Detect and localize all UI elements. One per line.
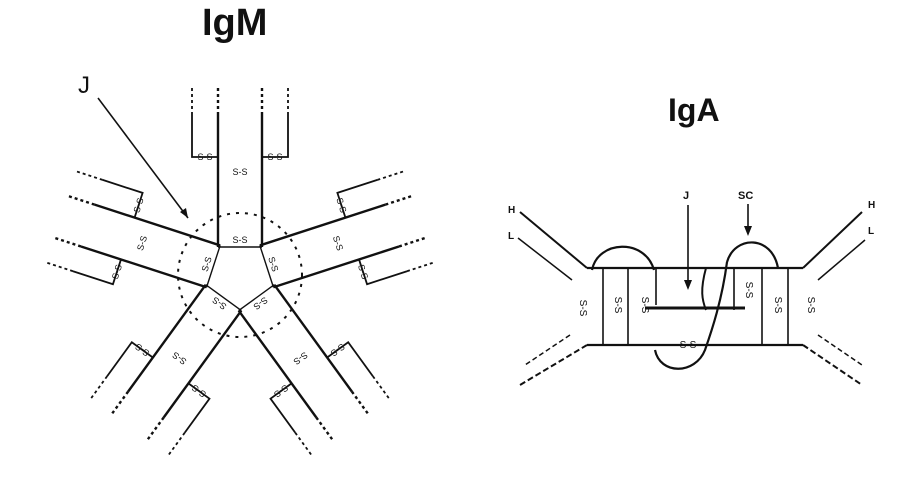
- igm-disulfide-label: S-S: [197, 152, 212, 162]
- iga-disulfide-label: S-S: [577, 300, 588, 317]
- igm-disulfide-label: S-S: [356, 263, 370, 280]
- iga-light-chain-label-right: L: [868, 226, 875, 237]
- iga-sc-loop-left: [590, 245, 656, 271]
- igm-disulfide-label: S-S: [329, 341, 347, 358]
- igm-j-ring: [177, 212, 303, 338]
- iga-right-heavy-lower: [802, 344, 863, 386]
- igm-disulfide-label: S-S: [170, 350, 188, 367]
- igm-disulfide-label: S-S: [331, 234, 345, 251]
- iga-heavy-chain-label-right: H: [868, 200, 876, 211]
- iga-left-heavy-upper: [519, 211, 588, 269]
- igm-monomer: S-SS-SS-SS-S: [237, 284, 391, 456]
- iga-disulfide-label: S-S: [805, 297, 816, 314]
- iga-left-heavy-lower: [519, 344, 588, 386]
- igm-disulfide-label: S-S: [334, 197, 348, 214]
- igm-disulfide-label: S-S: [232, 167, 247, 177]
- iga-j-chain-label: J: [683, 190, 690, 202]
- igm-monomer: S-S S-S S-S S-S: [191, 87, 289, 248]
- igm-disulfide-label: S-S: [210, 295, 228, 312]
- igm-disulfide-label: S-S: [132, 197, 146, 214]
- iga-sc-strand-upper: [701, 267, 707, 311]
- iga-title: IgA: [668, 92, 720, 128]
- iga-right-heavy-upper: [802, 211, 863, 269]
- igm-j-arrow: [97, 97, 189, 219]
- iga-right-light-lower: [817, 334, 863, 366]
- igm-title: IgM: [202, 2, 268, 44]
- igm-monomer: S-S S-S S-S S-S: [259, 170, 434, 289]
- igm-disulfide-label: S-S: [292, 350, 310, 367]
- igm-disulfide-label: S-S: [135, 234, 149, 251]
- iga-left-light-upper: [517, 237, 573, 281]
- iga-disulfide-label: S-S: [639, 297, 650, 314]
- igm-j-arrowhead: [180, 208, 188, 218]
- igm-disulfide-label: S-S: [266, 255, 280, 272]
- iga-vertical-chains: [602, 268, 789, 345]
- iga-sc-strand: [653, 261, 729, 370]
- igm-disulfide-label: S-S: [190, 383, 208, 400]
- iga-disulfide-label: S-S: [743, 282, 754, 299]
- igm-disulfide-label: S-S: [232, 235, 247, 245]
- igm-disulfide-label: S-S: [110, 263, 124, 280]
- iga-heavy-chain-label-left: H: [508, 205, 516, 216]
- iga-j-arrowhead: [684, 280, 692, 290]
- igm-j-chain-label: J: [78, 72, 90, 99]
- igm-disulfide-label: S-S: [133, 341, 151, 358]
- iga-disulfide-label: S-S: [772, 297, 783, 314]
- iga-left-light-lower: [524, 334, 571, 366]
- iga-sc-arrowhead: [744, 226, 752, 236]
- iga-light-chain-label-left: L: [508, 231, 515, 242]
- iga-secretory-component-label: SC: [738, 190, 754, 202]
- igm-monomer: S-S S-S S-S S-S: [46, 170, 221, 289]
- igm-disulfide-label: S-S: [252, 295, 270, 312]
- igm-disulfide-label: S-S: [272, 383, 290, 400]
- igm-disulfide-label: S-S: [267, 152, 282, 162]
- iga-right-light-upper: [817, 239, 866, 281]
- iga-disulfide-bonds: S-S S-S S-S S-S S-S S-S S-S: [577, 282, 816, 351]
- igm-disulfide-label: S-S: [200, 255, 214, 272]
- iga-disulfide-label: S-S: [680, 340, 697, 351]
- iga-sc-loop-right: [725, 241, 780, 269]
- iga-disulfide-label: S-S: [612, 297, 623, 314]
- iga-dimer: S-S S-S S-S S-S S-S S-S S-S: [517, 204, 866, 386]
